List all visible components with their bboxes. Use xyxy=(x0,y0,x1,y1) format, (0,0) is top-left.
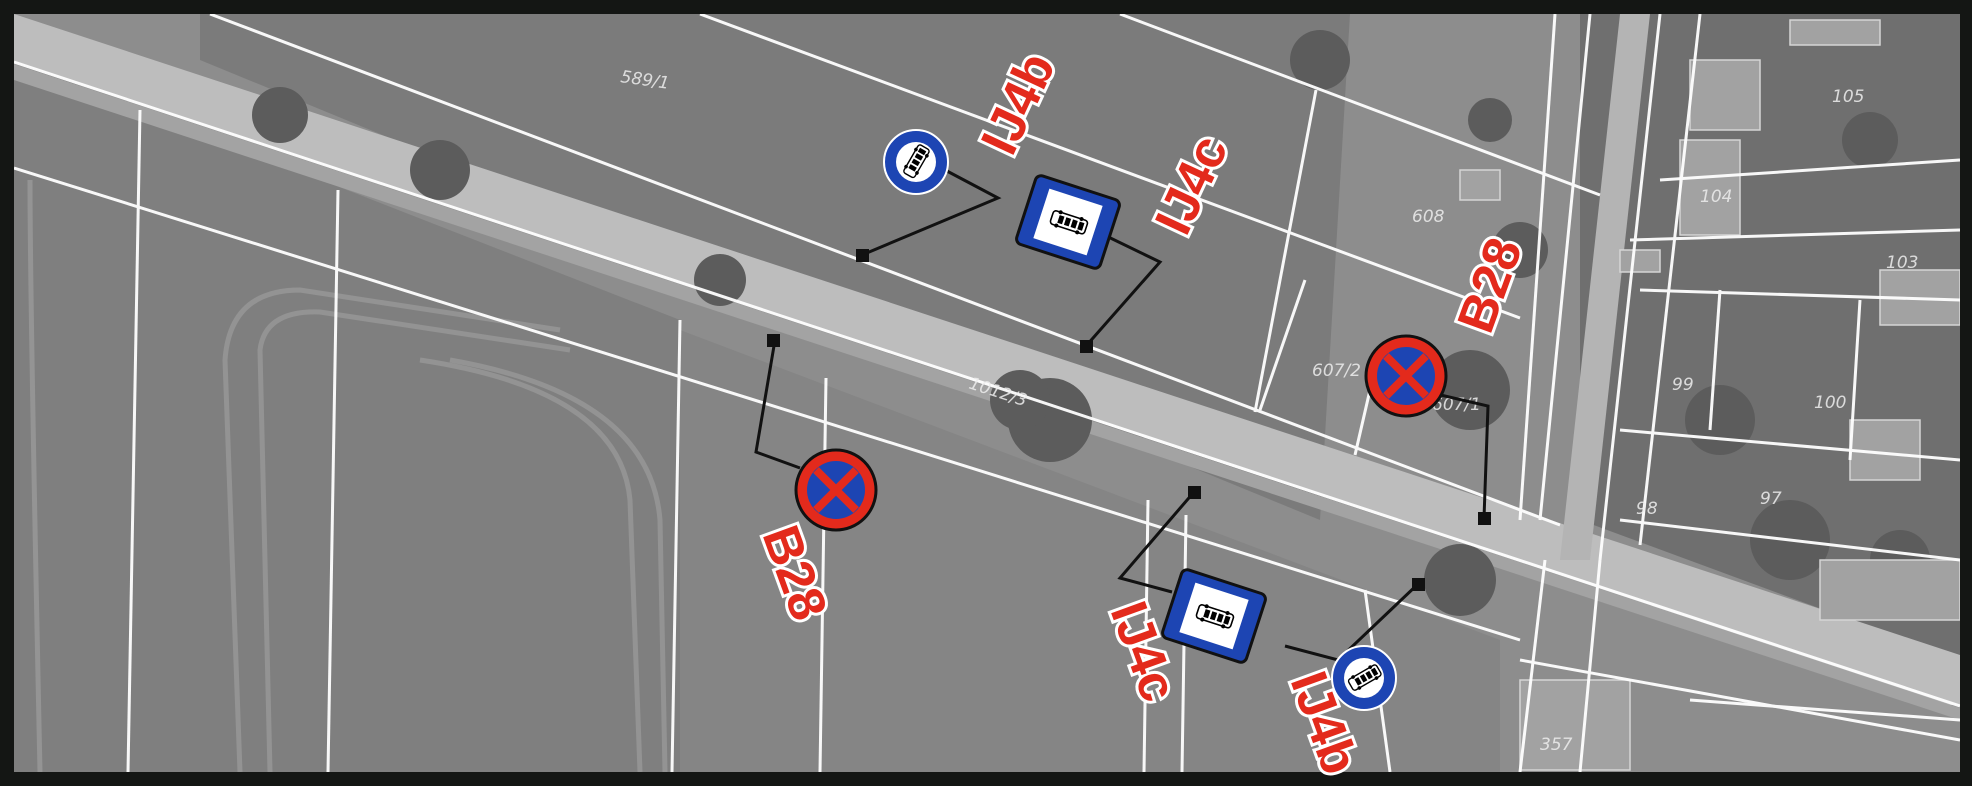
field-west xyxy=(14,60,680,772)
parcel-label-103: 103 xyxy=(1886,253,1918,273)
parcel-label-608: 608 xyxy=(1412,207,1445,227)
bus-stop-round-sign xyxy=(1331,645,1397,711)
parcel-label-357: 357 xyxy=(1540,735,1573,755)
parcel-label-97: 97 xyxy=(1760,489,1782,509)
parcel-label-100: 100 xyxy=(1814,393,1846,413)
parcel-label-104: 104 xyxy=(1700,187,1732,207)
bus-stop-square-sign xyxy=(1161,568,1267,664)
no-stopping-icon xyxy=(794,448,878,532)
buildings xyxy=(1459,19,1960,771)
sign-anchors xyxy=(767,249,1491,591)
trees xyxy=(252,30,1930,616)
tractor-tracks xyxy=(27,179,668,772)
side-road xyxy=(1560,14,1650,560)
bus-stop-square-sign xyxy=(1015,174,1121,270)
parcel-label-98: 98 xyxy=(1636,499,1658,519)
parcel-label-607-2: 607/2 xyxy=(1312,361,1361,381)
village-area xyxy=(1580,14,1960,660)
parcel-label-99: 99 xyxy=(1672,375,1694,395)
road xyxy=(14,14,1960,705)
bus-stop-round-sign xyxy=(883,129,949,195)
no-stopping-icon xyxy=(1364,334,1448,418)
parcel-label-105: 105 xyxy=(1832,87,1864,107)
